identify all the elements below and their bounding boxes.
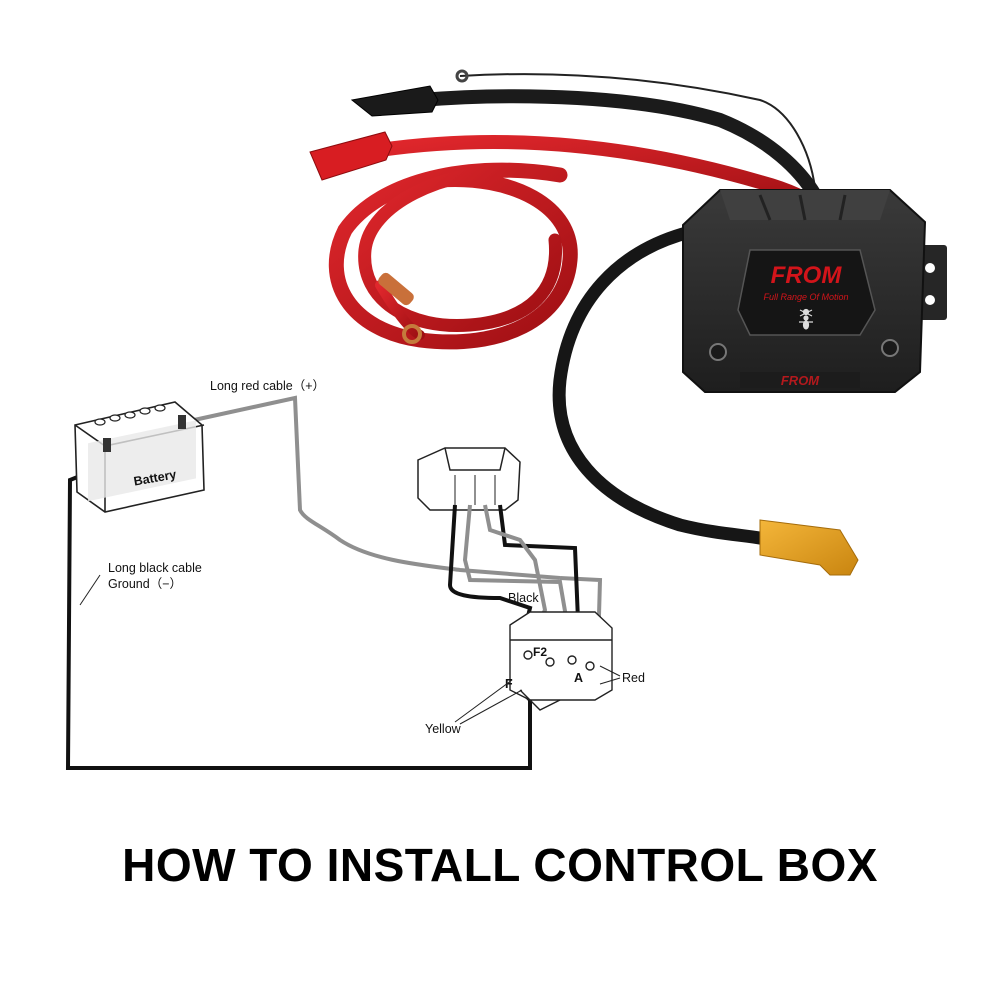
brand-tagline: Full Range Of Motion <box>763 292 848 302</box>
bracket-hole <box>925 263 935 273</box>
terminal-f2: F2 <box>533 645 547 659</box>
battery: Battery <box>74 401 205 513</box>
yellow-label: Yellow <box>425 722 462 736</box>
negative-terminal <box>103 438 111 452</box>
red-ring-lug <box>378 272 422 344</box>
terminal-a: A <box>574 671 583 685</box>
thin-wire <box>459 73 816 189</box>
bottom-brand: FROM <box>781 373 820 388</box>
black-label: Black <box>508 591 539 605</box>
red-terminal-boot <box>309 131 393 181</box>
lower-black-cable <box>552 225 777 547</box>
positive-wire <box>184 395 561 580</box>
ant-logo-icon <box>799 308 813 330</box>
ground-leader-line <box>79 574 101 606</box>
screw-icon <box>709 343 727 361</box>
long-black-cable-label: Long black cable <box>108 561 202 575</box>
ground-label: Ground（−） <box>108 577 182 591</box>
screw-icon <box>881 339 899 357</box>
wiring-diagram: Battery Long red cable（+） Long black cab… <box>65 379 645 770</box>
cb-black-wire <box>447 504 533 651</box>
leader-lines <box>454 665 621 725</box>
product-image: FROM Full Range Of Motion FROM <box>309 69 947 576</box>
diagram-control-box <box>417 447 521 511</box>
positive-terminal <box>178 415 186 429</box>
terminal-f: F <box>505 677 513 691</box>
ring-terminal <box>455 69 469 83</box>
bracket-hole <box>925 295 935 305</box>
black-terminal-boot <box>350 85 439 117</box>
brand-logo: FROM <box>771 262 843 289</box>
motor-terminal-block <box>509 611 613 711</box>
black-cable <box>413 89 822 202</box>
red-label: Red <box>622 671 645 685</box>
page-heading: HOW TO INSTALL CONTROL BOX <box>122 839 878 891</box>
yellow-terminal-boot <box>759 519 859 576</box>
control-box: FROM Full Range Of Motion FROM <box>682 189 947 393</box>
long-red-cable-label: Long red cable（+） <box>210 379 325 393</box>
